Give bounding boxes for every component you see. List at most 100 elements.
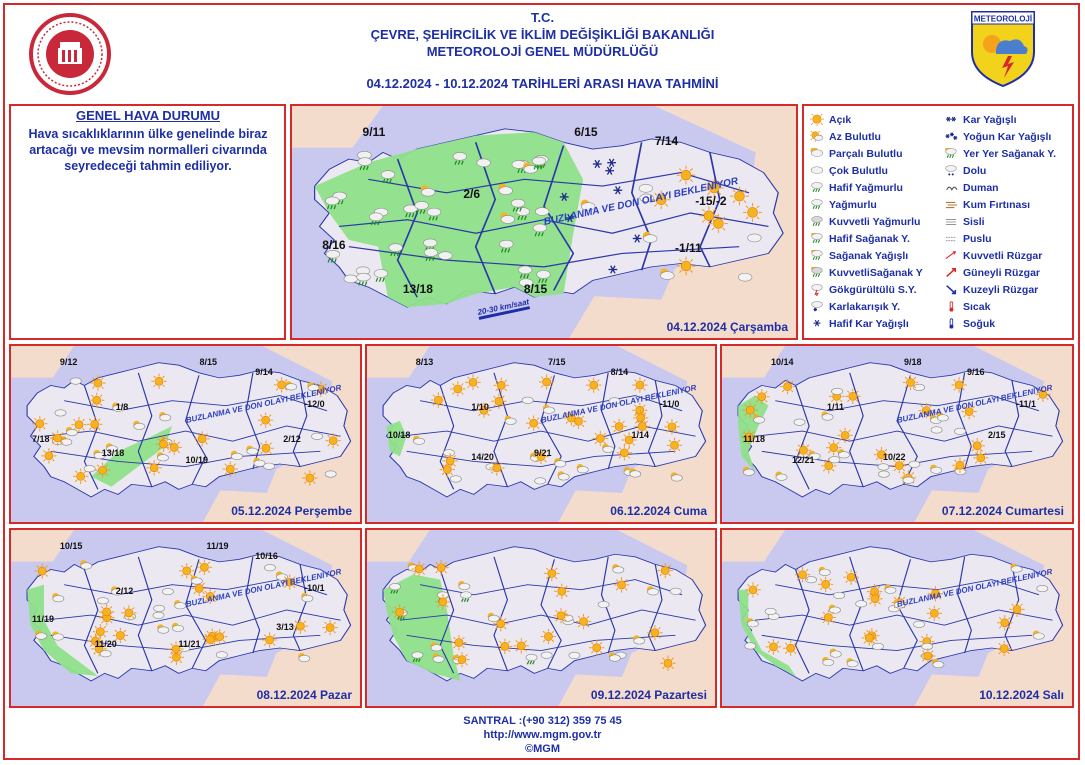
temperature-label: 1/10 xyxy=(471,402,489,413)
partly-cloudy-icon xyxy=(810,148,824,157)
forecast-map-day-6[interactable]: 09.12.2024 Pazartesi xyxy=(365,528,717,708)
sun-icon xyxy=(411,561,427,577)
legend-item-label: Soğuk xyxy=(963,318,996,330)
footer-url[interactable]: http://www.mgm.gov.tr xyxy=(483,729,602,741)
turkey-land xyxy=(737,362,1064,498)
legend-item-label: Sıcak xyxy=(963,301,991,313)
smoke-icon xyxy=(946,186,958,191)
temperature-label: 8/15 xyxy=(199,356,217,367)
legend-item: Yer Yer Sağanak Y. xyxy=(944,148,1056,160)
sun-icon xyxy=(146,460,162,476)
legend-item: Kuvvetli Rüzgar xyxy=(944,250,1042,262)
cloud-icon xyxy=(65,426,78,437)
sun-icon xyxy=(969,438,985,454)
sun-icon xyxy=(257,412,274,428)
partly-sun-icon xyxy=(810,131,824,142)
cloud-icon xyxy=(837,449,850,459)
snow-icon xyxy=(945,134,950,139)
cloud-icon xyxy=(954,427,967,435)
sun-icon xyxy=(540,628,557,645)
weather-icons xyxy=(32,373,341,486)
map-date-label: 05.12.2024 Perşembe xyxy=(231,504,352,518)
cloud-icon xyxy=(430,642,443,652)
cloud-icon xyxy=(608,652,621,662)
cloud-icon xyxy=(498,183,513,195)
sun-icon xyxy=(837,427,853,443)
sun-icon xyxy=(34,563,50,579)
rain-cloud-icon xyxy=(811,216,823,227)
sun-icon xyxy=(765,639,782,655)
cloud-icon xyxy=(159,411,172,422)
cloud-icon xyxy=(659,268,675,280)
rain-cloud-icon xyxy=(811,267,823,278)
sun-icon xyxy=(168,649,185,665)
legend-item: Hafif Yağmurlu xyxy=(810,182,903,194)
rain-cloud-icon xyxy=(380,170,396,184)
temperature-label: 6/15 xyxy=(574,124,598,139)
sun-icon xyxy=(50,430,66,446)
sun-icon xyxy=(961,403,977,420)
map-date-label: 07.12.2024 Cumartesi xyxy=(941,504,1064,518)
rain-cloud-icon xyxy=(325,196,340,210)
cloud-icon xyxy=(902,474,915,484)
cloud-icon xyxy=(738,272,753,282)
legend-item-label: Yer Yer Sağanak Y. xyxy=(963,148,1057,160)
rain-cloud-icon xyxy=(532,223,548,237)
meteoroloji-logo-icon: METEOROLOJİ xyxy=(971,11,1035,88)
sun-icon xyxy=(302,470,318,486)
sun-icon xyxy=(32,416,48,432)
rain-cloud-icon xyxy=(536,270,551,283)
cloud-icon xyxy=(97,597,109,605)
legend-item-label: Çok Bulutlu xyxy=(829,165,888,177)
sun-icon xyxy=(918,402,934,419)
cloud-icon xyxy=(69,377,82,385)
temperature-label: 10/18 xyxy=(387,430,411,441)
cloud-icon xyxy=(83,465,96,473)
legend-item: Açık xyxy=(810,114,851,126)
cloud-icon xyxy=(190,575,203,585)
weather-icons xyxy=(744,563,1049,669)
heavy-snow-icon xyxy=(945,132,958,140)
cloud-icon xyxy=(523,162,538,174)
sun-icon xyxy=(996,640,1012,657)
cloud-icon xyxy=(921,642,934,650)
sun-icon xyxy=(810,114,824,126)
legend-item-label: Açık xyxy=(829,114,852,126)
temperature-label: 10/15 xyxy=(59,540,83,551)
temperature-label: 14/20 xyxy=(471,451,494,462)
cloud-icon xyxy=(540,651,553,659)
sun-icon xyxy=(651,190,671,210)
heavy-rain-icon xyxy=(811,216,823,227)
sun-icon xyxy=(861,630,877,646)
sun-icon xyxy=(168,641,184,657)
cloud-icon xyxy=(808,450,821,460)
temperature-label: -11/0 xyxy=(659,398,680,409)
general-weather-box xyxy=(9,104,286,340)
cloud-icon xyxy=(301,592,314,603)
sun-icon xyxy=(843,569,859,585)
weather-icons xyxy=(34,559,338,665)
sun-icon xyxy=(442,453,458,469)
sun-icon xyxy=(554,583,570,600)
sun-icon xyxy=(261,632,278,648)
light-snow-icon xyxy=(813,319,821,327)
sun-icon xyxy=(926,605,942,621)
sun-icon xyxy=(779,378,796,395)
cloud-icon xyxy=(1032,630,1045,640)
sun-icon xyxy=(491,393,507,409)
rain-cloud-icon xyxy=(518,265,533,279)
sun-icon xyxy=(525,415,542,431)
cloud-icon xyxy=(913,620,925,628)
cloud-icon xyxy=(1010,563,1023,573)
legend-item: Güneyli Rüzgar xyxy=(944,267,1040,279)
snow-icon xyxy=(946,116,951,122)
precip-area xyxy=(27,584,98,676)
cloud-icon xyxy=(642,231,658,243)
snow-icon xyxy=(605,166,615,175)
